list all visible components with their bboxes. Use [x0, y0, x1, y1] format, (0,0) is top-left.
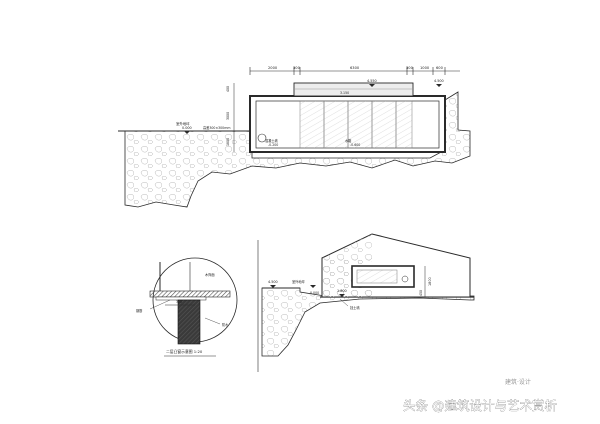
detail-title: 二层凸窗示意图 1:20: [166, 349, 203, 354]
dim-2: 300: [293, 66, 301, 70]
section-1-glass-cells: [299, 100, 413, 149]
level-marker-icon: [270, 285, 276, 288]
level-marker-icon: [339, 294, 345, 297]
note-2: 高差300×300mm: [203, 125, 230, 130]
level-2: 4.550: [367, 79, 377, 83]
detail-note-1: 木饰面: [205, 272, 215, 277]
s2-level-3: 0.000: [310, 291, 319, 295]
section-1-level-markers: 4.500 4.550 3.150 0.000 -0.200 -0.600: [182, 79, 444, 147]
s2-note-1: 室外地坪: [292, 279, 306, 284]
faint-watermark: 建筑·设计: [505, 378, 531, 386]
detail-bay-window: 300 木饰面 钢筋 防水 二层凸窗示意图 1:20: [136, 257, 238, 357]
section-1-notes: 室外地坪 高差300×300mm 混凝土墙 水箱: [176, 121, 352, 143]
s2-vdim-2: 450: [419, 290, 423, 296]
detail-dimension: 300: [176, 300, 182, 304]
note-4: 水箱: [345, 138, 352, 143]
detail-note-3: 防水: [222, 322, 229, 327]
section-2-ground: [261, 287, 475, 357]
section-2-fixture-icon: [401, 275, 409, 283]
vdim-1: 400: [226, 86, 230, 92]
section-1-vertical-dimensions: 400 3000 1800: [226, 83, 235, 152]
section-1-roof-box: [293, 82, 414, 97]
level-marker-icon: [184, 131, 190, 134]
s2-level-2: 1.800: [337, 289, 347, 293]
vdim-2: 3000: [226, 112, 230, 120]
dim-4: 300: [406, 66, 414, 70]
watermark-text: 头条 @建筑设计与艺术赏析: [403, 398, 557, 413]
section-2: 1800 450 4.500 1.800 0.000 室外地坪 挡土墙: [257, 233, 475, 372]
level-marker-icon: [436, 84, 442, 87]
s2-vdim-1: 1800: [428, 277, 432, 286]
level-6: -0.600: [350, 143, 360, 147]
level-marker-icon: [369, 84, 375, 87]
level-3: 3.150: [340, 91, 349, 95]
level-1: 4.500: [434, 79, 444, 83]
s2-level-1: 4.500: [268, 280, 278, 284]
section-1-fixture-icon: [257, 133, 267, 143]
dim-3: 6300: [350, 66, 360, 70]
dim-1: 2000: [268, 66, 278, 70]
note-1: 室外地坪: [176, 121, 190, 126]
section-1-dimension-chain: 2000 300 6300 300 1000 600: [249, 66, 460, 75]
dim-6: 600: [436, 66, 444, 70]
level-4: 0.000: [182, 126, 192, 130]
section-1: 2000 300 6300 300 1000 600 400 3000 1800…: [118, 66, 471, 208]
dim-5: 1000: [420, 66, 430, 70]
vdim-3: 1800: [226, 138, 230, 146]
s2-note-2: 挡土墙: [350, 305, 360, 310]
level-5: -0.200: [268, 143, 278, 147]
detail-note-2: 钢筋: [136, 308, 142, 313]
level-marker-icon: [310, 285, 316, 288]
note-3: 混凝土墙: [265, 138, 279, 143]
